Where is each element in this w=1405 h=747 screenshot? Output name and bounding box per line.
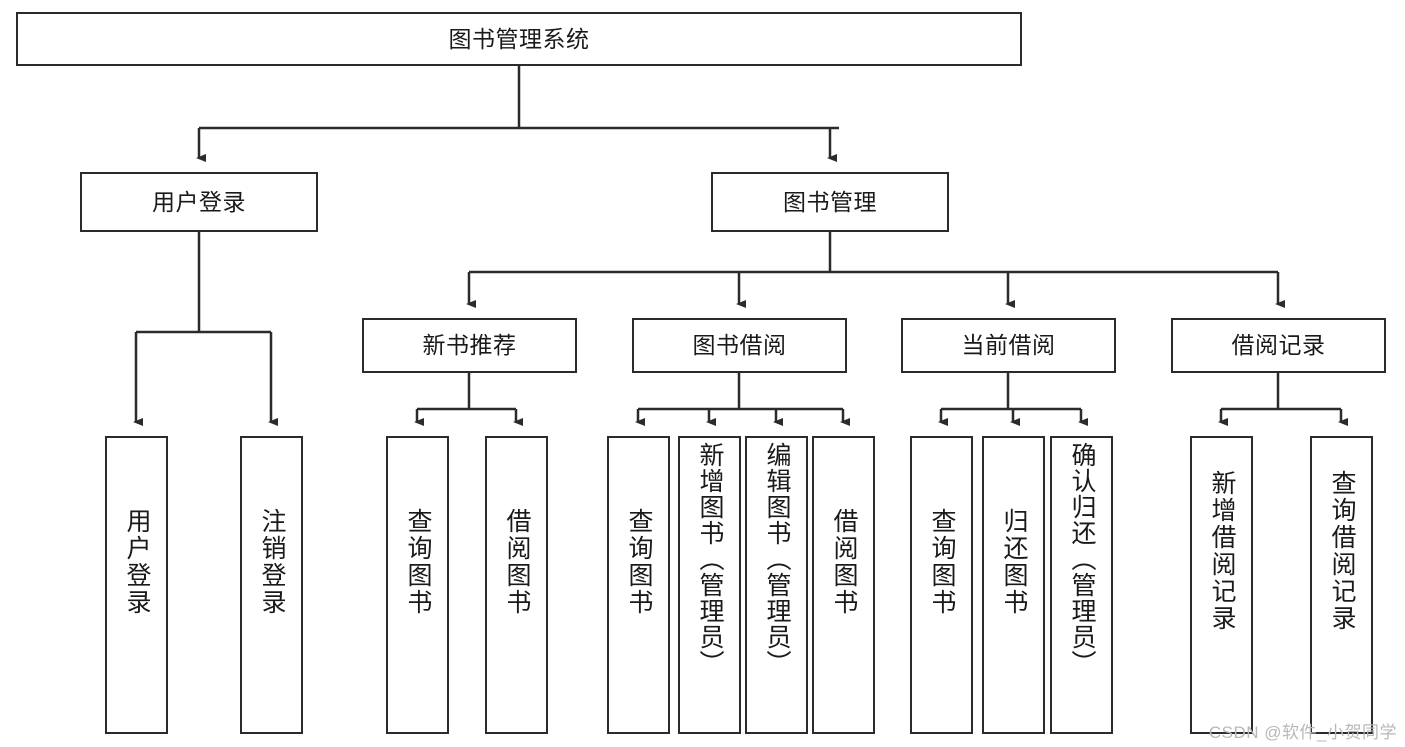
node-book-manage[interactable]: 图书管理: [711, 172, 949, 232]
leaf-query-record-label: 查询借阅记录: [1328, 470, 1356, 632]
leaf-edit-book-label: 编辑图书（管理员）: [763, 442, 791, 676]
node-new-book-rec-label: 新书推荐: [422, 332, 517, 359]
leaf-add-record[interactable]: 新增借阅记录: [1190, 436, 1253, 734]
leaf-query-book-rec[interactable]: 查询图书: [386, 436, 449, 734]
node-book-manage-label: 图书管理: [783, 188, 877, 215]
node-current-borrow[interactable]: 当前借阅: [901, 318, 1116, 373]
leaf-user-logout-label: 注销登录: [258, 508, 286, 616]
leaf-query-record[interactable]: 查询借阅记录: [1310, 436, 1373, 734]
leaf-borrow-book-label: 借阅图书: [830, 508, 858, 616]
leaf-add-record-label: 新增借阅记录: [1208, 470, 1236, 632]
leaf-return-book[interactable]: 归还图书: [982, 436, 1045, 734]
node-user-login-label: 用户登录: [152, 188, 246, 215]
leaf-confirm-return-label: 确认归还（管理员）: [1068, 442, 1096, 676]
leaf-query-book-cur-label: 查询图书: [928, 508, 956, 616]
watermark: CSDN @软件_小贺同学: [1208, 723, 1397, 742]
leaf-edit-book[interactable]: 编辑图书（管理员）: [745, 436, 808, 734]
node-root-label: 图书管理系统: [448, 25, 590, 52]
leaf-confirm-return[interactable]: 确认归还（管理员）: [1050, 436, 1113, 734]
leaf-user-login[interactable]: 用户登录: [105, 436, 168, 734]
node-current-borrow-label: 当前借阅: [961, 332, 1056, 359]
leaf-query-book-borrow-label: 查询图书: [625, 508, 653, 616]
leaf-user-login-label: 用户登录: [123, 508, 151, 616]
node-book-borrow[interactable]: 图书借阅: [632, 318, 847, 373]
node-book-borrow-label: 图书借阅: [692, 332, 787, 359]
node-user-login[interactable]: 用户登录: [80, 172, 318, 232]
leaf-borrow-book-rec[interactable]: 借阅图书: [485, 436, 548, 734]
leaf-borrow-book-rec-label: 借阅图书: [503, 508, 531, 616]
leaf-query-book-rec-label: 查询图书: [404, 508, 432, 616]
leaf-add-book-label: 新增图书（管理员）: [696, 442, 724, 676]
leaf-user-logout[interactable]: 注销登录: [240, 436, 303, 734]
leaf-add-book[interactable]: 新增图书（管理员）: [678, 436, 741, 734]
leaf-return-book-label: 归还图书: [1000, 508, 1028, 616]
node-borrow-record[interactable]: 借阅记录: [1171, 318, 1386, 373]
node-new-book-rec[interactable]: 新书推荐: [362, 318, 577, 373]
node-borrow-record-label: 借阅记录: [1231, 332, 1326, 359]
leaf-query-book-cur[interactable]: 查询图书: [910, 436, 973, 734]
node-root[interactable]: 图书管理系统: [16, 12, 1022, 66]
leaf-borrow-book[interactable]: 借阅图书: [812, 436, 875, 734]
leaf-query-book-borrow[interactable]: 查询图书: [607, 436, 670, 734]
